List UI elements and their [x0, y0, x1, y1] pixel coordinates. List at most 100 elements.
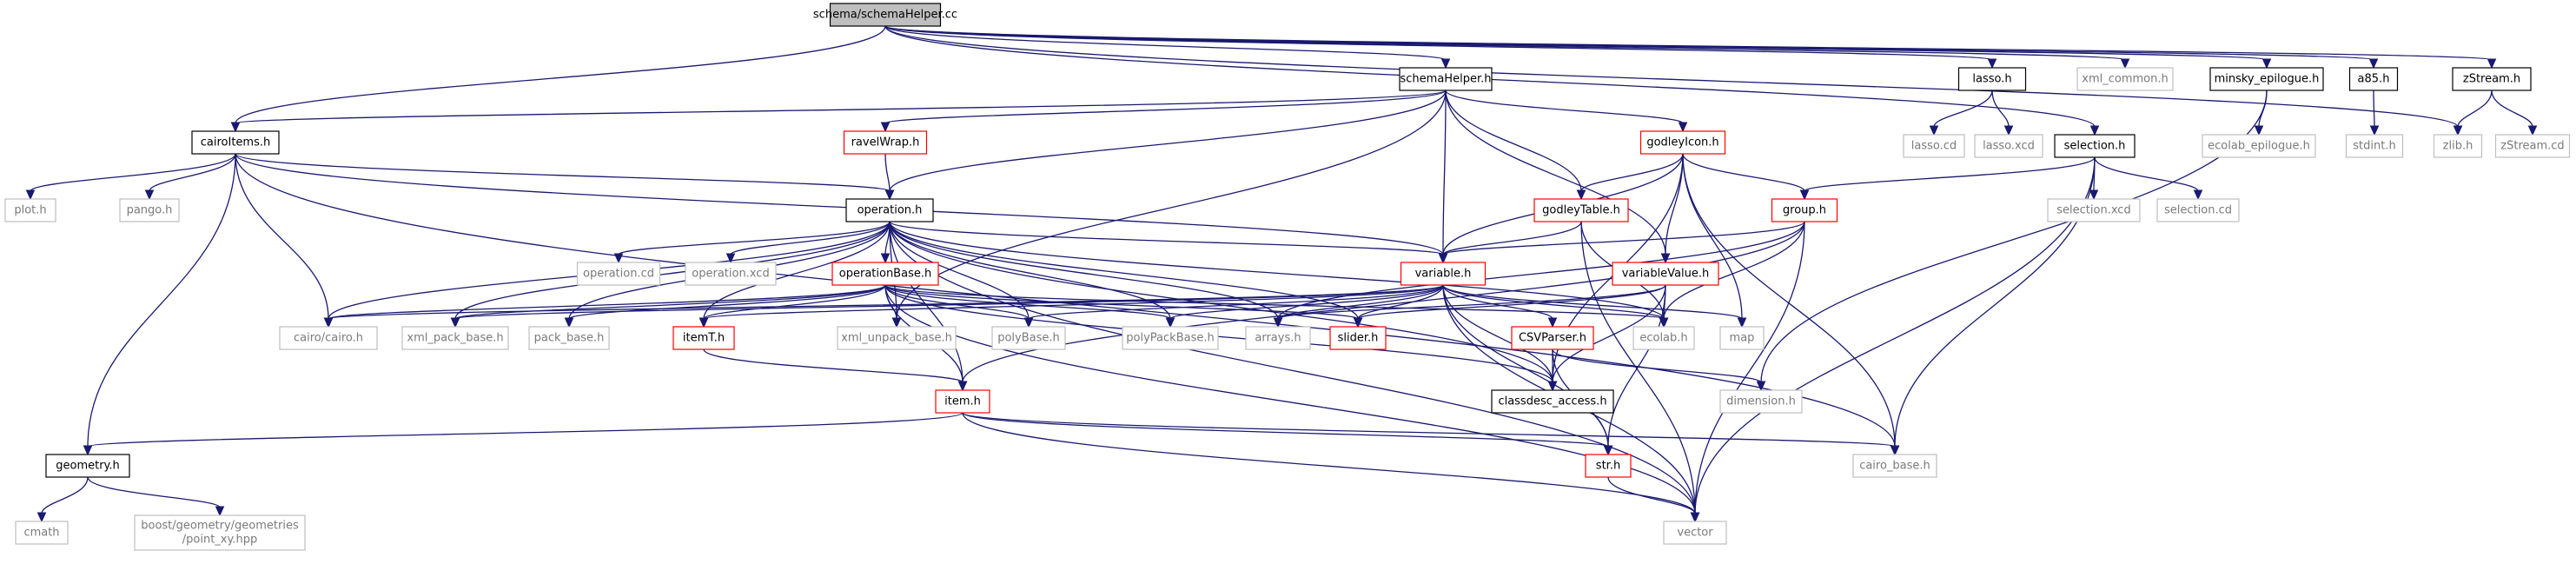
node-label: item.h	[944, 395, 981, 408]
node-operation-xcd: operation.xcd	[685, 262, 777, 286]
edge-schemaHelper_h-to-xml_unpack_base_h	[891, 90, 1447, 328]
node-label: godleyIcon.h	[1646, 136, 1718, 149]
edge-root-to-cairoItems_h	[230, 25, 886, 133]
edge-ravelWrap_h-to-operation_h	[884, 153, 895, 201]
node-label: polyPackBase.h	[1126, 332, 1214, 345]
node-itemT-h[interactable]: itemT.h	[672, 326, 735, 350]
node-label: xml_common.h	[2082, 73, 2168, 86]
node-polyBase-h: polyBase.h	[991, 326, 1066, 350]
edge-group_h-to-item_h	[957, 221, 1805, 392]
node-label: minsky_epilogue.h	[2215, 73, 2320, 86]
node-xml-common-h: xml_common.h	[2076, 67, 2174, 91]
node-label: godleyTable.h	[1542, 204, 1620, 217]
edge-item_h-to-geometry_h	[83, 412, 964, 456]
node-label: a85.h	[2358, 73, 2390, 86]
edge-variable_h-to-polyBase_h	[1023, 284, 1444, 328]
edge-cairoItems_h-to-pango_h	[144, 153, 236, 201]
node-label: zlib.h	[2443, 140, 2473, 153]
node-plot-h: plot.h	[4, 198, 56, 222]
edge-selection_h-to-selection_cd	[2094, 156, 2203, 201]
node-label: cairoItems.h	[201, 136, 270, 149]
node-str-h[interactable]: str.h	[1585, 454, 1632, 478]
node-schemaHelper-h[interactable]: schemaHelper.h	[1399, 67, 1493, 91]
node-item-h[interactable]: item.h	[935, 389, 990, 414]
edge-a85_h-to-stdint_h	[2369, 90, 2380, 136]
edge-variable_h-to-itemT_h	[699, 284, 1444, 328]
node-ecolab-epilogue-h: ecolab_epilogue.h	[2202, 134, 2316, 158]
node-label: stdint.h	[2353, 140, 2395, 153]
node-cairoItems-h[interactable]: cairoItems.h	[191, 130, 280, 155]
edge-cairoItems_h-to-cairo_base_h	[235, 153, 1900, 456]
edge-minsky_epilogue_h-to-ecolab_epilogue_h	[2254, 90, 2268, 136]
node-label: pack_base.h	[534, 332, 605, 345]
node-ravelWrap-h[interactable]: ravelWrap.h	[843, 130, 928, 155]
node-cairo-base-h: cairo_base.h	[1852, 454, 1937, 478]
node-operation-h[interactable]: operation.h	[845, 198, 934, 222]
node-label: zStream.h	[2463, 73, 2520, 86]
edge-schemaHelper_h-to-godleyTable_h	[1445, 90, 1586, 201]
edge-schemaHelper_h-to-ravelWrap_h	[880, 90, 1447, 133]
node-label: operation.xcd	[692, 268, 769, 281]
node-a85-h[interactable]: a85.h	[2348, 67, 2399, 91]
node-label: cairo/cairo.h	[294, 332, 363, 345]
node-label-line: boost/geometry/geometries	[141, 520, 299, 533]
node-zStream-cd: zStream.cd	[2494, 134, 2571, 158]
node-dimension-h: dimension.h	[1719, 389, 1803, 414]
node-xml-pack-base-h: xml_pack_base.h	[401, 326, 509, 350]
node-minsky-epilogue-h[interactable]: minsky_epilogue.h	[2209, 67, 2324, 91]
node-selection-h[interactable]: selection.h	[2054, 134, 2136, 158]
dependency-edges	[25, 25, 2538, 523]
node-CSVParser-h[interactable]: CSVParser.h	[1511, 326, 1594, 350]
edge-root-to-schemaHelper_h	[884, 25, 1451, 70]
node-label: selection.xcd	[2056, 204, 2130, 217]
edge-geometry_h-to-cmath	[36, 476, 89, 523]
node-geometry-h[interactable]: geometry.h	[45, 454, 130, 478]
edge-variableValue_h-to-arrays_h	[1273, 284, 1666, 328]
node-label: schemaHelper.h	[1401, 73, 1492, 86]
edge-item_h-to-str_h	[962, 412, 1613, 456]
node-label: zStream.cd	[2500, 140, 2564, 153]
node-polyPackBase-h: polyPackBase.h	[1122, 326, 1219, 350]
node-pango-h: pango.h	[119, 198, 180, 222]
edge-geometry_h-to-boost_point_xy	[87, 476, 225, 517]
edge-cairoItems_h-to-plot_h	[25, 153, 236, 201]
node-godleyIcon-h[interactable]: godleyIcon.h	[1639, 130, 1726, 155]
edge-selection_h-to-group_h	[1799, 156, 2096, 201]
node-label: classdesc_access.h	[1498, 395, 1606, 408]
node-label: vector	[1677, 527, 1713, 540]
node-label: CSVParser.h	[1519, 332, 1586, 345]
dependency-nodes: schema/schemaHelper.cc schemaHelper.h lass…	[4, 3, 2571, 551]
node-group-h[interactable]: group.h	[1771, 198, 1838, 222]
edge-godleyIcon_h-to-map	[1682, 153, 1747, 328]
node-selection-cd: selection.cd	[2156, 198, 2240, 222]
node-variable-h[interactable]: variable.h	[1400, 262, 1487, 286]
node-zStream-h[interactable]: zStream.h	[2452, 67, 2532, 91]
node-label: lasso.xcd	[1983, 140, 2035, 153]
edge-variable_h-to-CSVParser_h	[1442, 284, 1558, 328]
node-selection-xcd: selection.xcd	[2047, 198, 2141, 222]
node-label: operation.cd	[583, 268, 654, 281]
node-label: arrays.h	[1255, 332, 1301, 345]
node-label: str.h	[1596, 460, 1620, 473]
node-ecolab-h: ecolab.h	[1632, 326, 1695, 350]
edge-itemT_h-to-item_h	[703, 348, 968, 392]
node-arrays-h: arrays.h	[1245, 326, 1311, 350]
edge-CSVParser_h-to-dimension_h	[1552, 348, 1766, 392]
node-variableValue-h[interactable]: variableValue.h	[1612, 262, 1719, 286]
node-label: variableValue.h	[1622, 268, 1710, 281]
node-classdesc-access-h[interactable]: classdesc_access.h	[1491, 389, 1614, 414]
node-slider-h[interactable]: slider.h	[1329, 326, 1387, 350]
edge-operation_h-to-operation_cd	[613, 221, 891, 264]
node-godleyTable-h[interactable]: godleyTable.h	[1533, 198, 1629, 222]
edge-lasso_h-to-lasso_xcd	[1991, 90, 2014, 136]
node-root: schema/schemaHelper.cc	[813, 3, 957, 27]
node-label: ecolab.h	[1639, 332, 1687, 345]
node-zlib-h: zlib.h	[2433, 134, 2483, 158]
edge-selection_h-to-selection_xcd	[2089, 156, 2099, 201]
node-lasso-h[interactable]: lasso.h	[1957, 67, 2027, 91]
node-operationBase-h[interactable]: operationBase.h	[831, 262, 939, 286]
node-label: pango.h	[127, 204, 173, 217]
node-label: group.h	[1783, 204, 1826, 217]
node-label: ecolab_epilogue.h	[2208, 140, 2310, 153]
